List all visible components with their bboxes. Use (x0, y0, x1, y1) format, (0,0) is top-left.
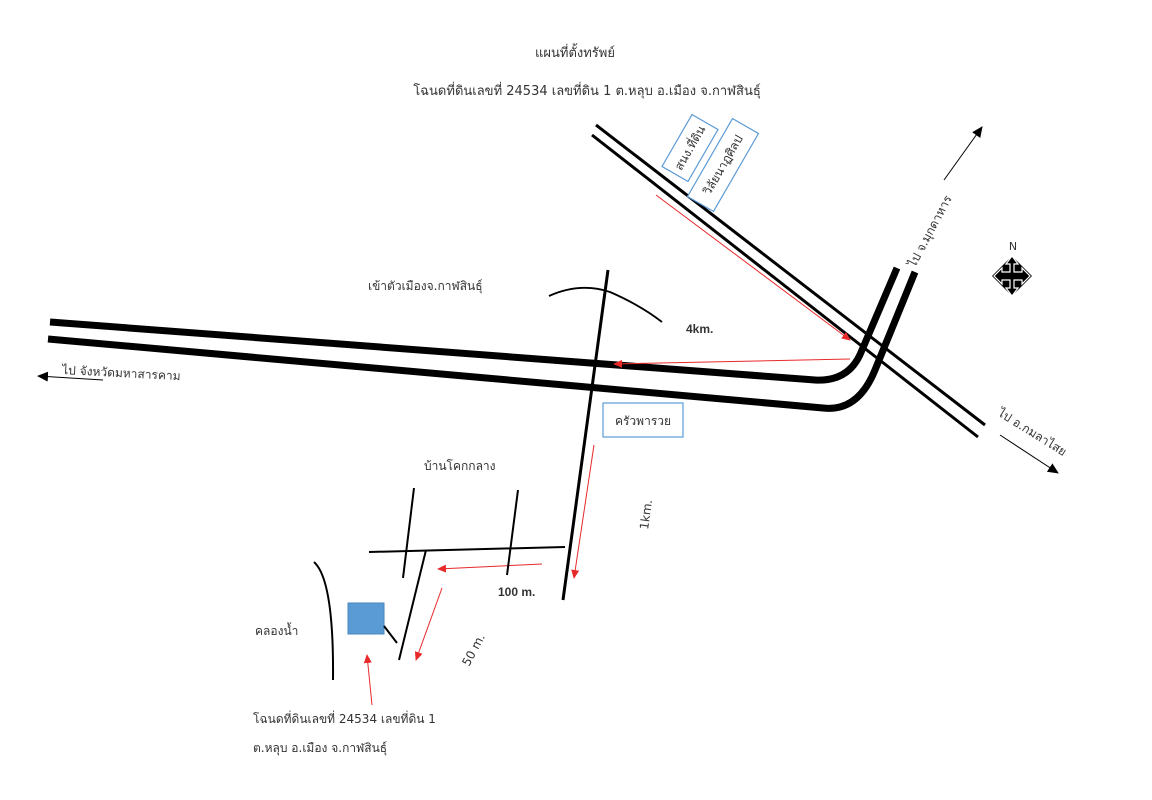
compass-icon (992, 255, 1032, 297)
diagonal-road (591, 123, 986, 439)
cross-road (561, 269, 610, 601)
village-roads (368, 487, 566, 661)
distance-1km: 1km. (637, 499, 655, 531)
restaurant-box: ครัวพารวย (602, 402, 684, 438)
restaurant-label: ครัวพารวย (615, 414, 671, 428)
distance-100m: 100 m. (498, 585, 535, 599)
direction-mahasarakham: ไป จังหวัดมหาสารคาม (37, 363, 181, 383)
property-caption-line1: โฉนดที่ดินเลขที่ 24534 เลขที่ดิน 1 (253, 710, 436, 726)
canal-line (313, 561, 335, 681)
map-title: แผนที่ตั้งทรัพย์ (535, 43, 615, 61)
property-plot (347, 602, 385, 635)
distance-4km: 4km. (686, 322, 713, 336)
to-mukdahan-label: ไป จ.มุกดาหาร (905, 192, 956, 270)
canal-label: คลองน้ำ (255, 622, 298, 638)
map-subtitle: โฉนดที่ดินเลขที่ 24534 เลขที่ดิน 1 ต.หลุ… (413, 82, 761, 99)
property-caption-line2: ต.หลุบ อ.เมือง จ.กาฬสินธุ์ (253, 741, 387, 756)
college-box: วิลัยนาฏศิลป (686, 117, 760, 213)
property-access-path (383, 625, 398, 644)
to-kamalasai-label: ไป อ.กมลาไสย (995, 405, 1070, 459)
main-highway (47, 266, 919, 412)
distance-50m: 50 m. (459, 631, 488, 668)
city-entrance-label: เข้าตัวเมืองจ.กาฬสินธุ์ (368, 279, 483, 294)
route-arrows (363, 194, 851, 706)
compass-north-label: N (1009, 240, 1017, 253)
to-mahasarakham-label: ไป จังหวัดมหาสารคาม (61, 363, 181, 383)
direction-mukdahan: ไป จ.มุกดาหาร (905, 126, 983, 271)
village-label: บ้านโคกกลาง (424, 459, 496, 473)
direction-kamalasai: ไป อ.กมลาไสย (995, 405, 1070, 474)
compass: N (992, 240, 1032, 297)
city-entrance-road (548, 286, 663, 323)
